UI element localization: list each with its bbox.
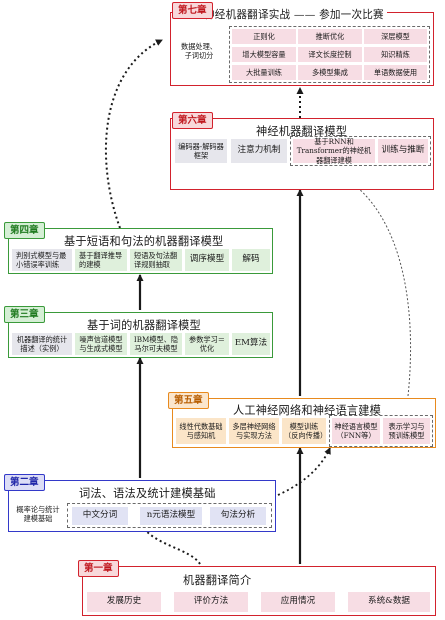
ch7-topic-2: 深层模型 (364, 29, 427, 44)
arrow-ch5-to-ch6-pretrain (329, 169, 412, 397)
chapter-5-box: 人工神经网络和神经语言建模 线性代数基础与感知机 多层神经网络与实现方法 模型训… (172, 398, 436, 448)
ch4-topic-0: 判别式模型与最小错误率训练 (12, 249, 72, 271)
ch7-topic-4: 译文长度控制 (298, 47, 362, 62)
chapter-7-title: 神经机器翻译实战 —— 参加一次比赛 (201, 7, 387, 22)
ch5-topic-2: 模型训练（反向传播） (282, 418, 327, 444)
chapter-3-tag: 第三章 (4, 306, 45, 323)
chapter-7-topics-frame (229, 26, 430, 83)
arrow-ch4-to-ch7 (104, 39, 163, 229)
ch3-topic-3: 参数学习＝优化 (185, 333, 229, 355)
ch3-topic-2: IBM模型、隐马尔可夫模型 (130, 333, 182, 355)
ch1-topic-1: 评价方法 (174, 592, 248, 612)
chapter-6-tag: 第六章 (172, 112, 213, 129)
ch1-topic-2: 应用情况 (261, 592, 335, 612)
chapter-5-tag: 第五章 (168, 392, 209, 409)
ch5-topic-1: 多层神经网络与实现方法 (229, 418, 279, 444)
ch7-topic-7: 多模型集成 (298, 65, 362, 80)
chapter-7-box: 神经机器翻译实战 —— 参加一次比赛 数据处理、 子词切分 正则化 推断优化 深… (170, 7, 434, 86)
chapter-2-box: 词法、语法及统计建模基础 概率论与统计建模基础 中文分词 n元语法模型 句法分析 (8, 480, 276, 532)
ch6-topic-1: 注意力机制 (231, 139, 287, 163)
chapter-6-title: 神经机器翻译模型 (256, 125, 348, 138)
ch6-topic-2: 基于RNN和Transformer的神经机器翻译建模 (293, 137, 375, 165)
chapter-7-side-note: 数据处理、 子词切分 (181, 41, 217, 60)
ch7-topic-3: 增大模型容量 (232, 47, 296, 62)
ch2-topic-1: n元语法模型 (140, 507, 202, 525)
ch3-topic-1: 噪声信道模型与生成式模型 (75, 333, 127, 355)
ch4-topic-3: 调序模型 (185, 249, 229, 271)
chapter-2-topics-frame (67, 503, 272, 528)
chapter-5-title: 人工神经网络和神经语言建模 (233, 404, 382, 417)
chapter-1-box: 机器翻译简介 发展历史 评价方法 应用情况 系统&数据 (82, 566, 436, 616)
chapter-6-box: 神经机器翻译模型 编码器-解码器框架 注意力机制 基于RNN和Transform… (170, 118, 434, 190)
chapter-2-side-note: 概率论与统计建模基础 (16, 504, 60, 523)
ch7-topic-1: 推断优化 (298, 29, 362, 44)
chapter-4-title: 基于短语和句法的机器翻译模型 (64, 235, 224, 248)
chapter-7-tag: 第七章 (172, 2, 213, 19)
ch4-topic-2: 短语及句法翻译规则抽取 (130, 249, 182, 271)
chapter-2-title: 词法、语法及统计建模基础 (79, 487, 216, 500)
ch2-topic-2: 句法分析 (210, 507, 266, 525)
ch5-topic-0: 线性代数基础与感知机 (176, 418, 226, 444)
arrow-ch2-to-ch5 (277, 447, 331, 496)
chapter-1-title: 机器翻译简介 (183, 574, 252, 587)
ch5-topic-4: 表示学习与预训练模型 (383, 418, 430, 444)
ch4-topic-1: 基于翻译推导的建模 (75, 249, 127, 271)
ch5-topic-3: 神经语言模型（FNN等） (332, 418, 380, 444)
chapter-1-tag: 第一章 (78, 560, 119, 577)
ch2-topic-0: 中文分词 (72, 507, 128, 525)
chapter-6-topics-frame (290, 136, 431, 166)
ch1-topic-0: 发展历史 (87, 592, 161, 612)
ch7-topic-8: 单语数据使用 (364, 65, 427, 80)
ch3-topic-0: 机器翻译的统计描述（实例） (12, 333, 72, 355)
ch1-topic-3: 系统&数据 (348, 592, 430, 612)
chapter-4-box: 基于短语和句法的机器翻译模型 判别式模型与最小错误率训练 基于翻译推导的建模 短… (8, 228, 273, 274)
ch6-topic-3: 训练与推断 (378, 139, 428, 163)
chapter-5-topics-frame (329, 415, 433, 447)
chapter-2-tag: 第二章 (4, 474, 45, 491)
ch7-topic-5: 知识精炼 (364, 47, 427, 62)
chapter-4-tag: 第四章 (4, 222, 45, 239)
chapter-3-box: 基于词的机器翻译模型 机器翻译的统计描述（实例） 噪声信道模型与生成式模型 IB… (8, 312, 273, 358)
ch4-topic-4: 解码 (232, 249, 270, 271)
ch7-topic-0: 正则化 (232, 29, 296, 44)
ch7-topic-6: 大批量训练 (232, 65, 296, 80)
ch6-topic-0: 编码器-解码器框架 (175, 139, 227, 163)
ch3-topic-4: EM算法 (232, 333, 270, 355)
chapter-3-title: 基于词的机器翻译模型 (87, 319, 201, 332)
